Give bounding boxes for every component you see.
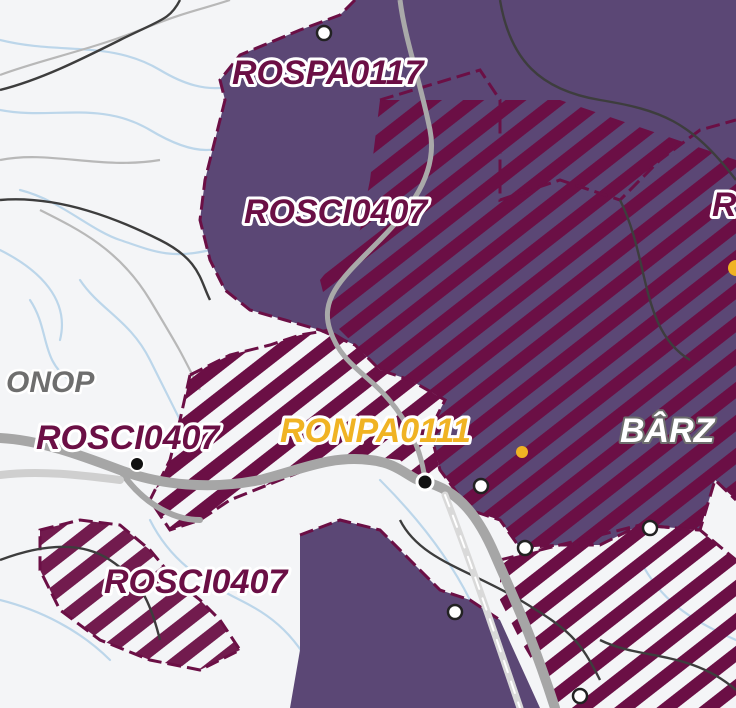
black-dot-icon[interactable] <box>129 456 145 472</box>
boundary-line <box>299 518 501 622</box>
admin-line <box>0 0 182 92</box>
settlements <box>129 24 736 705</box>
boundary-line <box>198 0 736 550</box>
label-barz: BÂRZ <box>620 412 716 450</box>
label-onop: ONOP <box>6 366 95 399</box>
main-river-line <box>324 0 434 481</box>
admin-line <box>618 199 691 362</box>
main-roads <box>0 433 560 708</box>
black-dot-icon[interactable] <box>415 472 435 492</box>
protected-area-boundaries <box>38 0 736 672</box>
rospa0117-hatch-south <box>500 525 736 708</box>
admin-line <box>498 0 736 181</box>
boundary-line <box>189 328 331 377</box>
boundary-line <box>379 68 736 203</box>
boundary-line <box>38 518 243 672</box>
boundary-line <box>148 374 361 532</box>
secondary-road <box>117 467 203 523</box>
label-rospa0117: ROSPA0117 <box>232 54 426 92</box>
white-circle-icon[interactable] <box>446 603 464 621</box>
white-circle-icon[interactable] <box>516 539 534 557</box>
admin-boundaries <box>0 0 736 691</box>
label-rosci0407-left: ROSCI0407 <box>36 419 221 457</box>
orange-dot-icon[interactable] <box>728 260 736 276</box>
white-circle-icon[interactable] <box>472 477 490 495</box>
rospa0117-hatch-east <box>320 100 736 548</box>
admin-line <box>0 545 162 641</box>
railway-dash <box>444 494 521 708</box>
admin-line <box>599 638 736 691</box>
map-labels: ROSPA0117 ROSCI0407 ROSCI0407 ROSCI0407 … <box>4 51 736 604</box>
railway-line <box>0 468 124 484</box>
road-line <box>0 156 161 164</box>
white-circle-icon[interactable] <box>641 519 659 537</box>
orange-dot-icon[interactable] <box>516 446 528 458</box>
admin-line <box>0 198 212 301</box>
river-line <box>0 598 112 662</box>
main-road <box>420 477 560 708</box>
rosci0407-south-area <box>290 520 540 708</box>
main-road <box>0 433 430 491</box>
boundary-line <box>499 523 736 562</box>
label-ronpa0111: RONPA0111 <box>280 412 471 450</box>
river-line <box>0 248 63 342</box>
label-rosci0407-bottom: ROSCI0407 <box>104 563 289 601</box>
label-r-edge: R <box>712 186 736 224</box>
river-line <box>78 278 182 422</box>
white-circle-icon[interactable] <box>571 687 589 705</box>
white-circle-icon[interactable] <box>315 24 333 42</box>
river-line <box>378 478 472 602</box>
rospa0117-hatch-west <box>40 520 240 670</box>
road-line <box>39 209 201 391</box>
label-rosci0407-top: ROSCI0407 <box>244 193 429 231</box>
river-line <box>28 298 72 382</box>
